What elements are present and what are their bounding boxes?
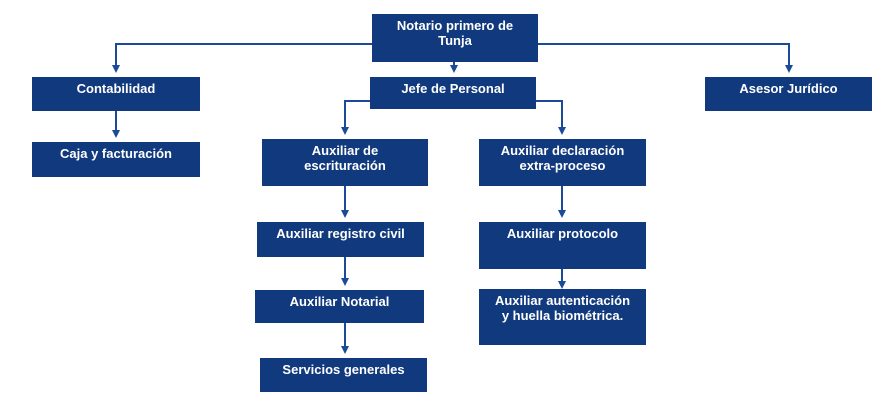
connector-notario-contabilidad bbox=[112, 43, 372, 73]
node-label: Contabilidad bbox=[76, 81, 156, 96]
node-label: Jefe de Personal bbox=[401, 81, 505, 96]
connector-jefe-escrituracion bbox=[341, 100, 370, 135]
node-label: Auxiliar registro civil bbox=[276, 226, 405, 241]
connector-notario-asesor bbox=[538, 43, 793, 73]
node-label: Asesor Jurídico bbox=[739, 81, 838, 96]
node-label: Auxiliar autenticación y huella biométri… bbox=[494, 293, 631, 323]
node-label: Notario primero de Tunja bbox=[396, 18, 514, 48]
node-notario-primero: Notario primero de Tunja bbox=[372, 14, 538, 62]
node-contabilidad: Contabilidad bbox=[32, 77, 200, 111]
node-auxiliar-escrituracion: Auxiliar de escrituración bbox=[262, 139, 428, 186]
node-label: Servicios generales bbox=[282, 362, 405, 377]
node-servicios-generales: Servicios generales bbox=[260, 358, 427, 392]
node-label: Auxiliar declaración extra-proceso bbox=[500, 143, 625, 173]
node-label: Auxiliar Notarial bbox=[289, 294, 390, 309]
connector-jefe-declaracion bbox=[536, 100, 566, 135]
node-label: Auxiliar de escrituración bbox=[304, 143, 386, 173]
node-label: Auxiliar protocolo bbox=[506, 226, 619, 241]
node-auxiliar-registro-civil: Auxiliar registro civil bbox=[257, 222, 424, 257]
node-auxiliar-autenticacion: Auxiliar autenticación y huella biométri… bbox=[479, 289, 646, 345]
node-jefe-de-personal: Jefe de Personal bbox=[370, 77, 536, 109]
node-auxiliar-declaracion: Auxiliar declaración extra-proceso bbox=[479, 139, 646, 186]
node-asesor-juridico: Asesor Jurídico bbox=[705, 77, 872, 111]
node-label: Caja y facturación bbox=[60, 146, 172, 161]
node-auxiliar-notarial: Auxiliar Notarial bbox=[255, 290, 424, 323]
node-auxiliar-protocolo: Auxiliar protocolo bbox=[479, 222, 646, 269]
node-caja-y-facturacion: Caja y facturación bbox=[32, 142, 200, 177]
